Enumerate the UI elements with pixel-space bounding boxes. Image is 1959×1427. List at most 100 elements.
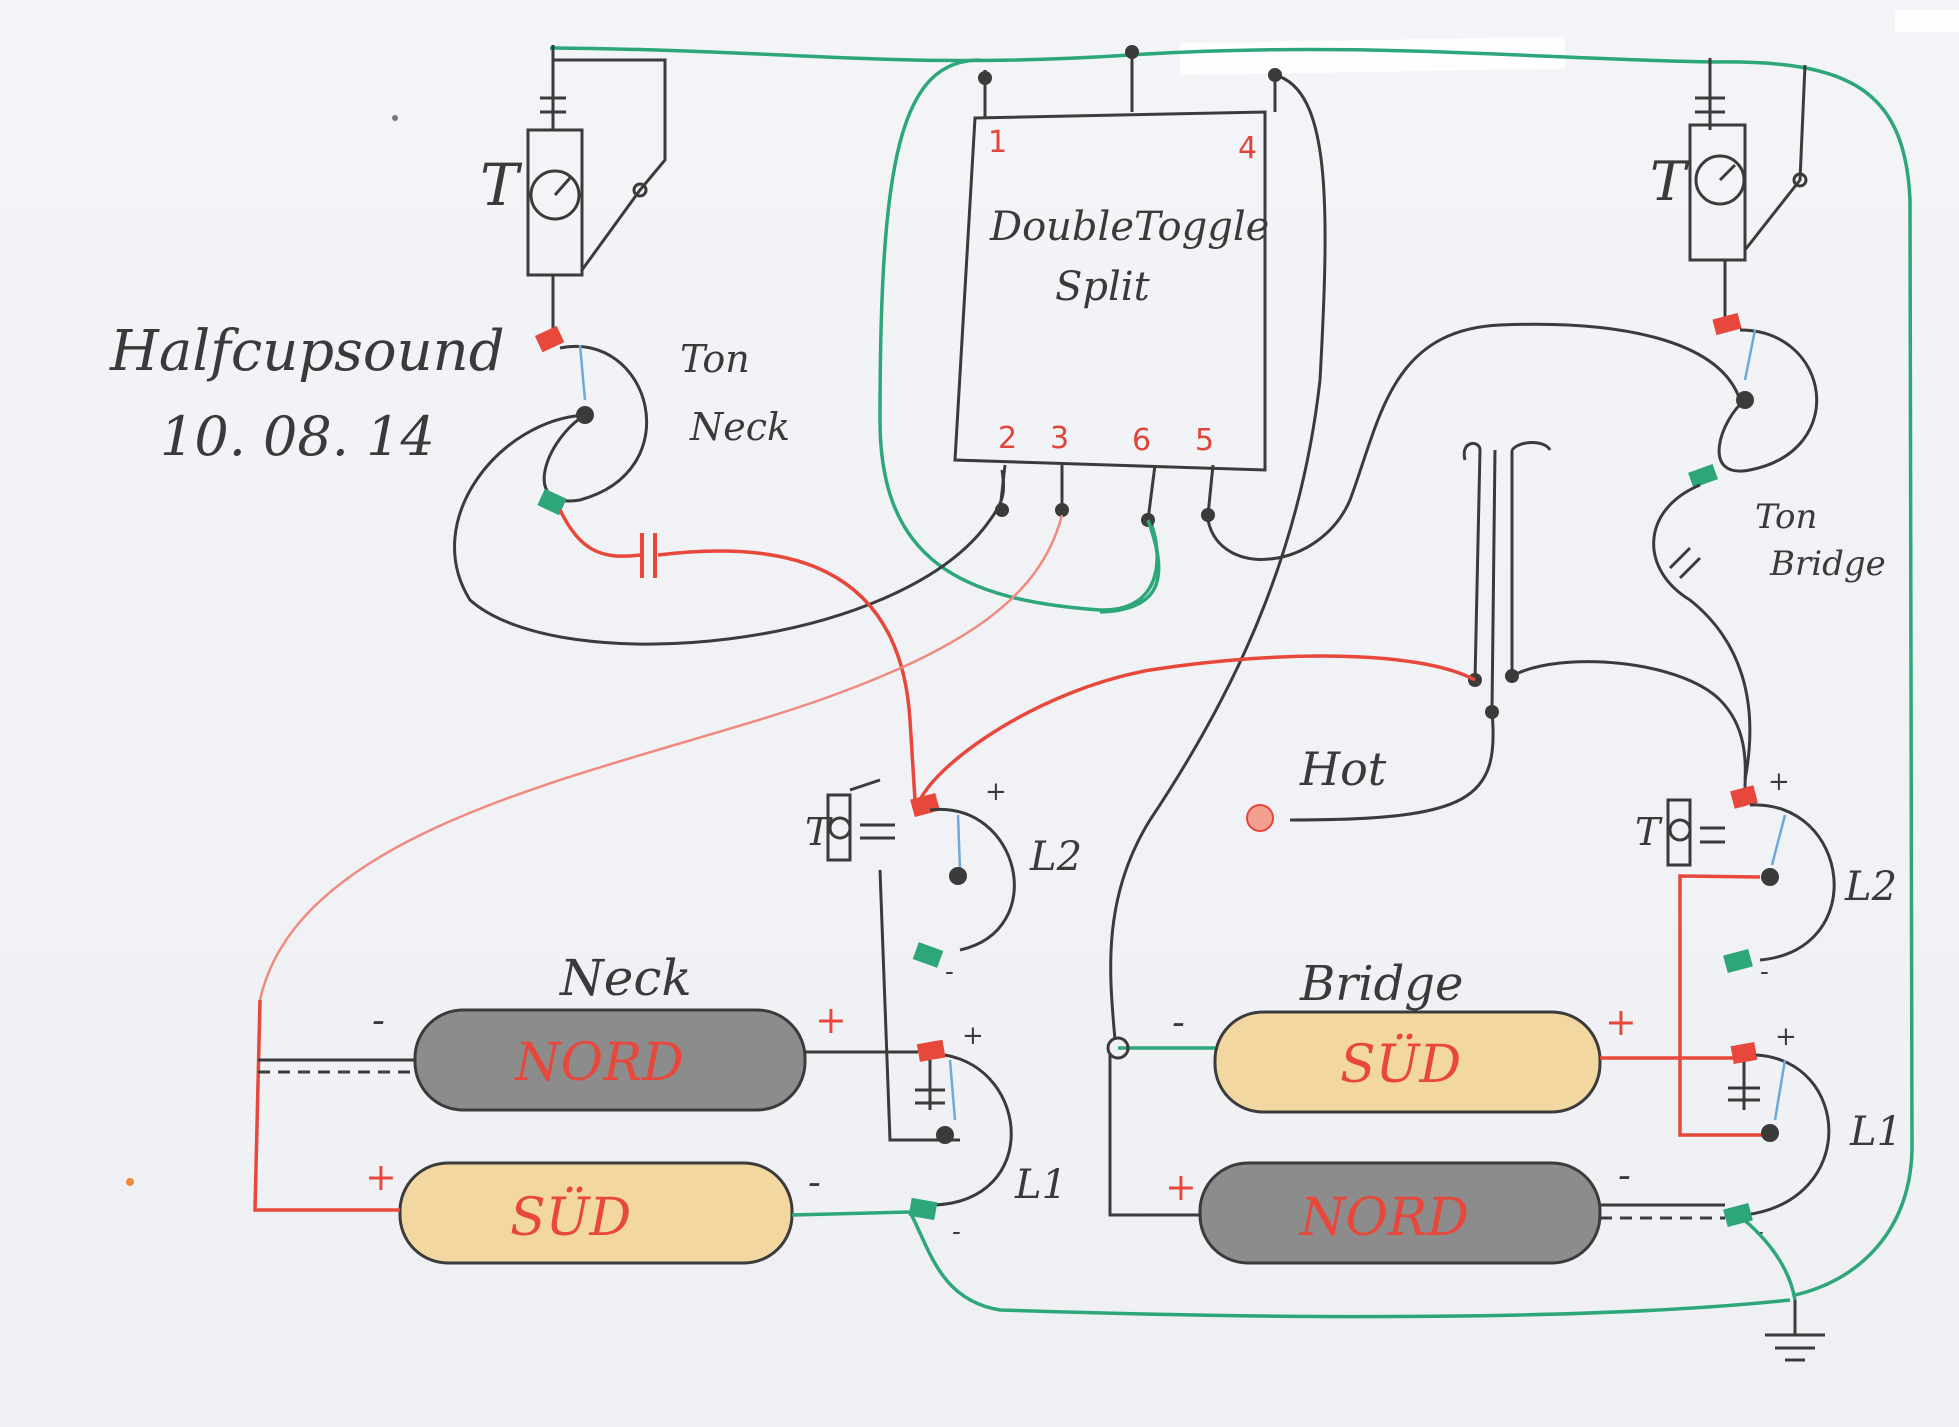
neck-l1-blue-wire [948, 1059, 957, 1121]
hot-wire [1289, 711, 1495, 822]
bridge-coil-switch [1666, 785, 1758, 867]
neck-tone-signal-wire [453, 413, 1005, 646]
pin3-wire [258, 514, 1064, 1001]
bridge-tone-pot [1688, 58, 1808, 336]
neck-l1-terminal [936, 1126, 954, 1144]
bridge-cap-plate-a [1668, 546, 1692, 570]
bridge-nord-plus-wire [1108, 1055, 1200, 1217]
jack-to-neck-wire [918, 654, 1476, 801]
neck-tone-pot-letter: T [480, 151, 523, 219]
bridge-sued-minus: - [1172, 1000, 1185, 1044]
neck-tone-label: Ton [680, 337, 750, 381]
bridge-tone-green-terminal [1688, 464, 1718, 488]
bridge-l2-blue-wire [1770, 814, 1787, 866]
switch-pin-2: 2 [998, 421, 1017, 456]
switch-sublabel: Split [1055, 264, 1151, 310]
bridge-l2-green-terminal [1723, 948, 1753, 974]
bridge-coil-nord-label: NORD [1298, 1188, 1469, 1248]
neck-cap-wire-b [657, 549, 917, 801]
bridge-junction [1106, 1036, 1130, 1060]
tape-strip [1179, 36, 1566, 76]
ground-symbol [1765, 1300, 1825, 1362]
bridge-l1-loop [1744, 1053, 1831, 1217]
switch-pin-1: 1 [988, 125, 1007, 160]
neck-tone-pot [526, 45, 667, 353]
bridge-tone-terminal [1736, 391, 1754, 409]
neck-cap-wire-a [558, 509, 641, 558]
bridge-tone-loop [1717, 328, 1819, 473]
bridge-l2-loop [1749, 803, 1836, 962]
bridge-l1-plus: + [1775, 1022, 1797, 1052]
neck-ground-wire [791, 1210, 1791, 1319]
stray-mark [126, 1178, 134, 1186]
bridge-nord-minus: - [1618, 1153, 1631, 1197]
bridge-l1-terminal [1761, 1124, 1779, 1142]
hot-label: Hot [1299, 742, 1387, 796]
neck-nord-minus: - [372, 998, 385, 1042]
pin5-wire [1206, 322, 1742, 561]
neck-tone-loop [542, 344, 649, 503]
bridge-l1-label: L1 [1849, 1109, 1902, 1155]
tape-corner [1895, 10, 1959, 32]
pin4-wire [1109, 73, 1327, 1041]
neck-pot-letter: T [805, 810, 833, 854]
neck-l1-label: L1 [1014, 1162, 1067, 1208]
bridge-coil-sued-label: SÜD [1340, 1034, 1461, 1095]
bridge-coil-sued [1213, 1010, 1602, 1114]
bridge-pot-letter: T [1635, 810, 1663, 854]
bridge-nord-plus: + [1165, 1165, 1197, 1209]
stray-mark [392, 115, 398, 121]
bridge-tone-blue-wire [1743, 329, 1757, 381]
bridge-l2-terminal [1761, 868, 1779, 886]
bridge-tone-pot-letter: T [1650, 150, 1690, 213]
jack-to-bridge-wire [1511, 660, 1747, 791]
bridge-l2-plus: + [1768, 767, 1790, 797]
neck-tone-blue-wire [578, 344, 587, 401]
neck-l1-red-terminal [916, 1039, 946, 1062]
neck-title: Neck [559, 949, 692, 1007]
ground-loop-wire [878, 58, 1159, 612]
switch-pin-3: 3 [1050, 421, 1069, 456]
pin6-wire [1099, 519, 1161, 614]
neck-coil-sued [398, 1161, 794, 1265]
switch-pin-5: 5 [1195, 423, 1214, 458]
neck-coil-nord-label: NORD [513, 1033, 684, 1093]
bridge-tone-label: Ton [1755, 497, 1817, 537]
neck-nord-plus: + [815, 998, 847, 1042]
neck-l2-terminal [949, 867, 967, 885]
bridge-title: Bridge [1299, 956, 1463, 1012]
output-jack [1462, 441, 1552, 719]
bridge-l1-red-terminal [1730, 1042, 1758, 1064]
switch-label: DoubleToggle [989, 204, 1269, 250]
ground-bus-wire [549, 46, 1914, 1297]
neck-tone-green-terminal [537, 488, 567, 516]
neck-l2-loop [929, 808, 1016, 952]
bridge-l1-blue-wire [1773, 1059, 1787, 1121]
neck-series-wire [878, 869, 960, 1142]
neck-tone-sublabel: Neck [689, 405, 790, 449]
neck-l1-green-terminal [908, 1197, 938, 1221]
bridge-tone-cap-wire [1652, 483, 1752, 781]
neck-l1-loop [934, 1053, 1013, 1207]
switch-pin-6: 6 [1132, 423, 1151, 458]
bridge-sued-plus: + [1605, 1000, 1637, 1044]
hot-terminal [1246, 804, 1274, 832]
bridge-coil-nord [1198, 1161, 1602, 1265]
bridge-ground-wire [1736, 1213, 1797, 1301]
bridge-red-loop-wire [1678, 874, 1770, 1137]
neck-l2-blue-wire [956, 814, 962, 871]
neck-coil-sued-label: SÜD [510, 1187, 631, 1248]
bridge-l2-label: L2 [1844, 864, 1897, 910]
neck-l2-label: L2 [1029, 834, 1082, 880]
bridge-tone-sublabel: Bridge [1769, 544, 1886, 584]
bridge-l2-minus: - [1760, 957, 1769, 987]
drawing-title: Halfcupsound [109, 319, 505, 384]
neck-l2-green-terminal [912, 942, 944, 968]
neck-sued-hot-wire [253, 999, 400, 1212]
bridge-cap-plate-b [1678, 556, 1702, 580]
neck-l2-plus: + [985, 777, 1007, 807]
switch-pin-4: 4 [1238, 131, 1257, 166]
neck-l1-minus: - [952, 1217, 961, 1247]
